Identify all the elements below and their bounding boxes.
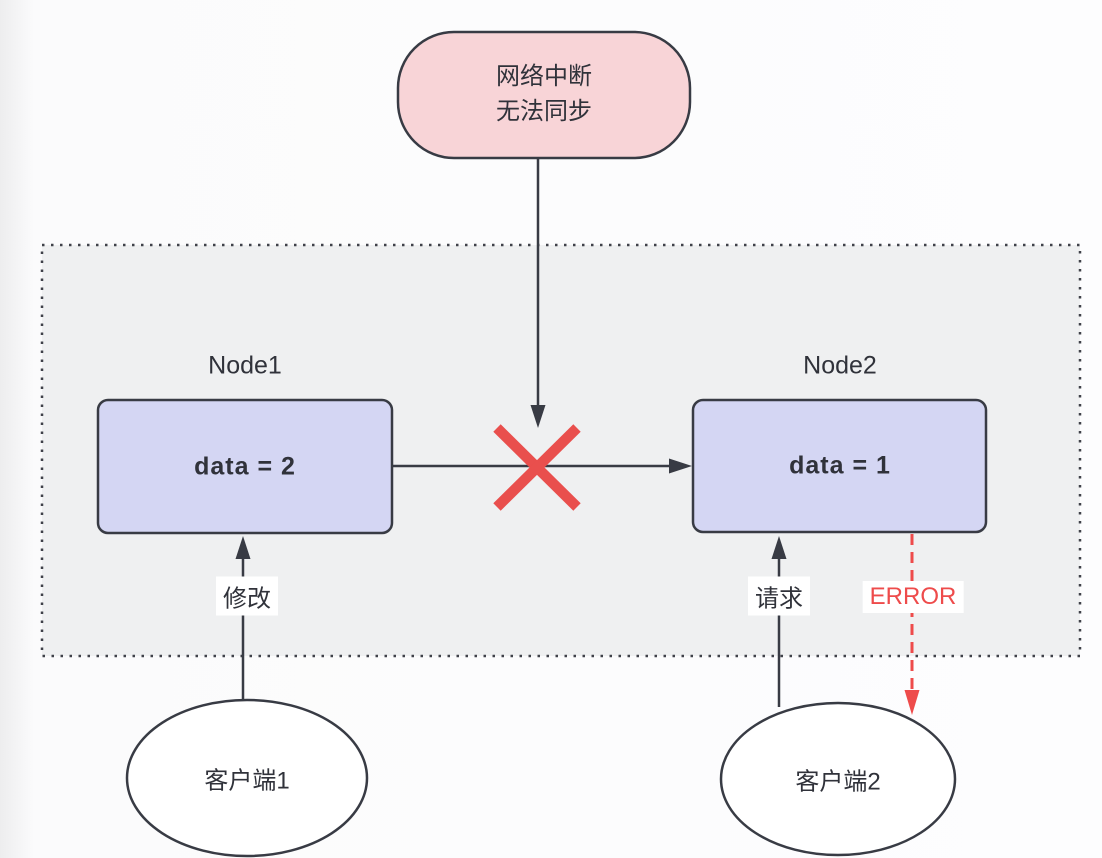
network-disruption-label: 网络中断 无法同步 (496, 60, 592, 130)
error-edge-label: ERROR (862, 581, 964, 613)
network-disruption-line2: 无法同步 (496, 98, 592, 125)
sync-failure-cross-icon (493, 424, 581, 511)
node1-data-value: data = 2 (194, 452, 296, 481)
disruption-arrowhead-icon (530, 405, 546, 428)
client1-ellipse (125, 698, 369, 858)
node2-title: Node2 (803, 351, 877, 380)
node1-title: Node1 (208, 351, 282, 380)
client2-ellipse (719, 701, 957, 857)
request-arrowhead-icon (771, 536, 787, 559)
request-edge-label: 请求 (748, 576, 810, 616)
client2-label: 客户端2 (795, 768, 881, 796)
network-disruption-line1: 网络中断 (496, 63, 592, 91)
node1-box (96, 398, 394, 535)
modify-arrowhead-icon (235, 536, 251, 559)
modify-edge-label: 修改 (216, 576, 278, 616)
sync-arrowhead-icon (669, 458, 692, 474)
client1-label: 客户端1 (204, 767, 290, 795)
node2-box (691, 398, 988, 534)
error-arrowhead-icon (904, 690, 920, 715)
network-disruption-node (396, 30, 692, 160)
node2-data-value: data = 1 (789, 451, 891, 480)
